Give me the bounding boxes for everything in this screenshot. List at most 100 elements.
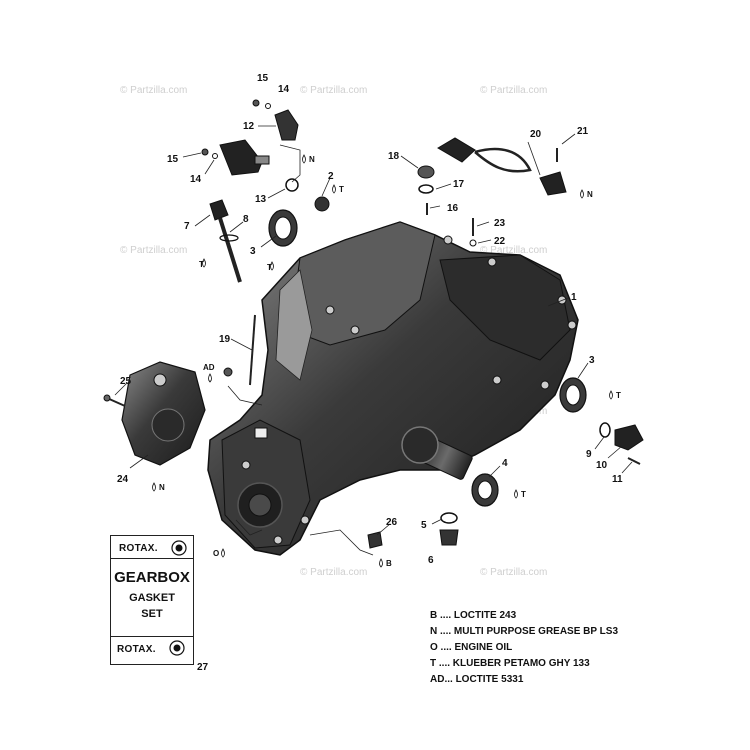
- leader-line: [594, 436, 605, 450]
- leader-line: [267, 188, 286, 199]
- leader-line: [229, 221, 244, 233]
- svg-text:T: T: [199, 260, 204, 269]
- svg-text:AD: AD: [203, 363, 215, 372]
- material-legend: B .... LOCTITE 243 N .... MULTI PURPOSE …: [430, 608, 618, 688]
- svg-text:T: T: [521, 490, 526, 499]
- watermark: © Partzilla.com: [300, 567, 367, 578]
- legend-row: B .... LOCTITE 243: [430, 610, 517, 621]
- leader-line: [400, 155, 419, 169]
- leader-line: [488, 465, 501, 478]
- callout-numbers: 1 2 3 3 4 5 6 7 8 9 10 11 12 13 14 14 15…: [117, 73, 623, 673]
- svg-text:N: N: [587, 190, 593, 199]
- callout-10: 10: [596, 460, 608, 471]
- code-marker-t: T: [332, 184, 344, 194]
- leader-line: [227, 385, 263, 406]
- rotax-emblem-icon: [171, 540, 187, 556]
- callout-2: 2: [328, 171, 334, 182]
- drain-plugs: [223, 314, 459, 549]
- callout-8: 8: [243, 214, 249, 225]
- watermark: © Partzilla.com: [480, 85, 547, 96]
- leader-line: [114, 382, 128, 396]
- callout-22: 22: [494, 236, 506, 247]
- wiring-harness: [417, 137, 567, 247]
- watermark: © Partzilla.com: [300, 85, 367, 96]
- legend-row: N .... MULTI PURPOSE GREASE BP LS3: [430, 626, 619, 637]
- rotax-logo-bottom: ROTAX.: [117, 644, 156, 655]
- callout-14: 14: [278, 84, 290, 95]
- svg-text:B: B: [386, 559, 392, 568]
- gearbox-housing: [207, 221, 579, 556]
- callout-11: 11: [612, 474, 623, 485]
- oil-seals: [268, 196, 644, 507]
- leader-line: [527, 141, 541, 176]
- callout-14b: 14: [190, 174, 202, 185]
- rotax-emblem-icon: [169, 640, 185, 656]
- callout-9: 9: [586, 449, 592, 460]
- code-marker-n: N: [302, 154, 315, 164]
- leader-line: [376, 523, 391, 536]
- leader-line: [321, 177, 331, 197]
- leader-line: [577, 362, 589, 379]
- code-marker-t: T: [199, 258, 206, 269]
- watermark: © Partzilla.com: [480, 567, 547, 578]
- gasket-set-card: ROTAX. GEARBOX GASKET SET ROTAX.: [110, 535, 194, 665]
- callout-17: 17: [453, 179, 465, 190]
- card-line-set: SET: [141, 608, 163, 620]
- leader-line: [547, 297, 569, 307]
- svg-text:T: T: [267, 263, 272, 272]
- callout-5: 5: [421, 520, 427, 531]
- callout-7: 7: [184, 221, 190, 232]
- code-marker-t: T: [267, 261, 274, 272]
- svg-text:N: N: [159, 483, 165, 492]
- leader-line: [235, 519, 263, 536]
- card-title: GEARBOX: [114, 569, 190, 586]
- callout-3: 3: [250, 246, 256, 257]
- leader-line: [435, 183, 452, 190]
- leader-line: [431, 518, 443, 525]
- leader-line: [279, 144, 301, 183]
- watermark: © Partzilla.com: [480, 245, 547, 256]
- callout-4: 4: [502, 458, 508, 469]
- leader-line: [204, 159, 215, 175]
- code-marker-t: T: [514, 489, 526, 499]
- callout-23: 23: [494, 218, 506, 229]
- code-marker-n: N: [152, 482, 165, 492]
- callout-21: 21: [577, 126, 589, 137]
- leader-line: [607, 445, 623, 459]
- leader-line: [476, 221, 490, 227]
- leader-line: [621, 461, 633, 474]
- svg-text:T: T: [616, 391, 621, 400]
- legend-row: O .... ENGINE OIL: [430, 642, 513, 653]
- material-codes: N T N T T AD T T N O B: [152, 154, 621, 568]
- watermark: © Partzilla.com: [120, 245, 187, 256]
- code-marker-n: N: [580, 189, 593, 199]
- callout-24: 24: [117, 474, 129, 485]
- leader-line: [477, 239, 492, 244]
- leader-line: [182, 152, 202, 158]
- svg-text:O: O: [213, 549, 219, 558]
- callout-27: 27: [197, 662, 209, 673]
- callout-18: 18: [388, 151, 400, 162]
- callout-16: 16: [447, 203, 459, 214]
- callout-25: 25: [120, 376, 132, 387]
- code-marker-ad: AD: [203, 363, 215, 383]
- callout-20: 20: [530, 129, 542, 140]
- leader-lines: [114, 125, 633, 556]
- watermark: © Partzilla.com: [120, 85, 187, 96]
- svg-text:T: T: [339, 185, 344, 194]
- callout-6: 6: [428, 555, 434, 566]
- code-marker-o: O: [213, 548, 225, 558]
- callout-13: 13: [255, 194, 267, 205]
- rotax-logo-top: ROTAX.: [119, 543, 158, 554]
- leader-line: [230, 338, 253, 351]
- callout-19: 19: [219, 334, 231, 345]
- callout-3b: 3: [589, 355, 595, 366]
- leader-line: [429, 205, 441, 209]
- side-cover: [103, 361, 206, 466]
- vent-tube: [209, 199, 242, 283]
- speed-sensor: [201, 99, 299, 192]
- leader-line: [260, 235, 277, 248]
- leader-line: [309, 529, 374, 556]
